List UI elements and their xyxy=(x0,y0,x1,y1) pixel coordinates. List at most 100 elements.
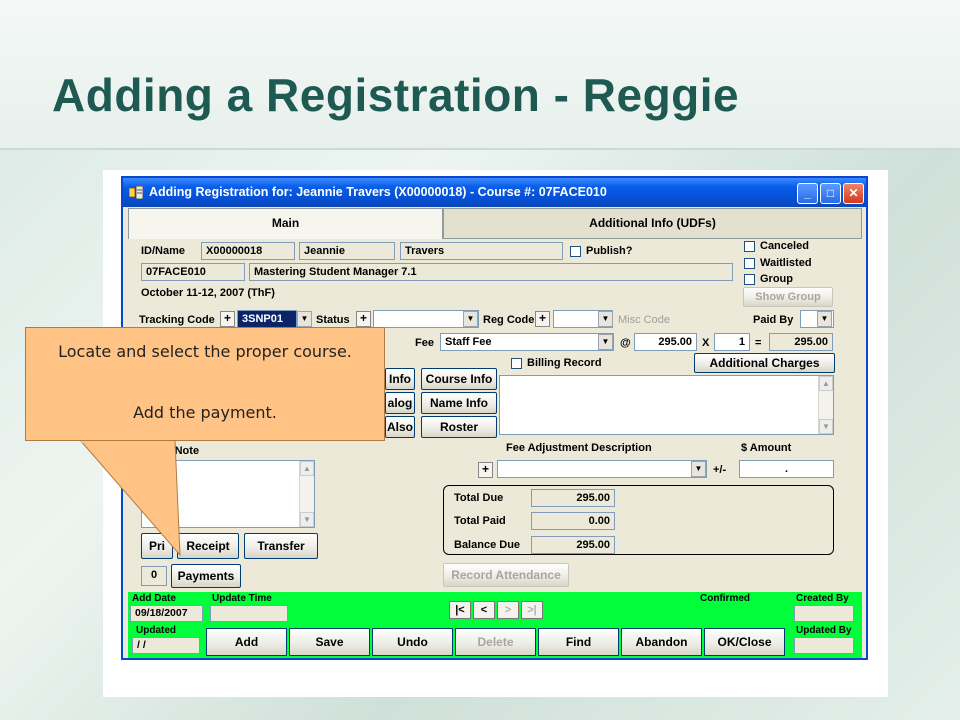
maximize-icon[interactable]: □ xyxy=(820,183,841,204)
memo-scrollbar[interactable]: ▲ ▼ xyxy=(818,376,833,434)
balance-due-label: Balance Due xyxy=(454,539,521,551)
waitlisted-label: Waitlisted xyxy=(760,257,812,269)
plus-minus-label: +/- xyxy=(713,464,727,476)
name-info-button[interactable]: Name Info xyxy=(421,392,497,414)
fee-adjustment-plus-icon[interactable]: + xyxy=(478,462,493,478)
status-label: Status xyxy=(316,314,350,326)
close-icon[interactable]: ✕ xyxy=(843,183,864,204)
reg-code-label: Reg Code xyxy=(483,314,535,326)
add-date-field: 09/18/2007 xyxy=(130,605,203,622)
waitlisted-checkbox[interactable] xyxy=(744,258,755,269)
quantity-field[interactable]: 1 xyxy=(714,333,750,351)
scroll-down-icon[interactable]: ▼ xyxy=(300,512,314,527)
updated-field: / / xyxy=(132,637,200,654)
billing-record-label: Billing Record xyxy=(527,357,602,369)
id-name-label: ID/Name xyxy=(141,245,186,257)
amount-field[interactable]: . xyxy=(739,460,834,478)
minimize-icon[interactable]: _ xyxy=(797,183,818,204)
status-plus-icon[interactable]: + xyxy=(356,311,371,327)
fee-adjustment-field[interactable] xyxy=(497,460,707,478)
scroll-down-icon[interactable]: ▼ xyxy=(819,419,833,434)
first-record-button[interactable]: |< xyxy=(449,601,471,619)
show-group-button[interactable]: Show Group xyxy=(743,287,833,307)
chevron-down-icon[interactable]: ▼ xyxy=(598,311,613,327)
update-time-label: Update Time xyxy=(212,593,272,604)
price-field[interactable]: 295.00 xyxy=(634,333,697,351)
updated-label: Updated xyxy=(136,625,176,636)
total-paid-field: 0.00 xyxy=(531,512,615,530)
balance-due-field: 295.00 xyxy=(531,536,615,554)
app-icon xyxy=(129,186,143,199)
chevron-down-icon[interactable]: ▼ xyxy=(297,311,312,327)
tracking-code-plus-icon[interactable]: + xyxy=(220,311,235,327)
payments-count: 0 xyxy=(141,566,167,586)
fee-field[interactable]: Staff Fee xyxy=(440,333,614,351)
transfer-button[interactable]: Transfer xyxy=(244,533,318,559)
equals-sign: = xyxy=(755,337,762,349)
find-button[interactable]: Find xyxy=(538,628,619,656)
scroll-up-icon[interactable]: ▲ xyxy=(300,461,314,476)
ok-close-button[interactable]: OK/Close xyxy=(704,628,785,656)
also-button-partial[interactable]: Also xyxy=(385,416,415,438)
created-by-field xyxy=(794,605,854,622)
scroll-up-icon[interactable]: ▲ xyxy=(819,376,833,391)
publish-checkbox[interactable] xyxy=(570,246,581,257)
add-button[interactable]: Add xyxy=(206,628,287,656)
window-titlebar[interactable]: Adding Registration for: Jeannie Travers… xyxy=(123,178,866,207)
total-paid-label: Total Paid xyxy=(454,515,506,527)
slide-header-band xyxy=(0,0,960,150)
chevron-down-icon[interactable]: ▼ xyxy=(817,311,832,327)
slide-title: Adding a Registration - Reggie xyxy=(52,69,740,121)
chevron-down-icon[interactable]: ▼ xyxy=(691,461,706,477)
course-info-button[interactable]: Course Info xyxy=(421,368,497,390)
publish-label: Publish? xyxy=(586,245,633,257)
callout-line-1: Locate and select the proper course. xyxy=(58,342,352,361)
tab-main[interactable]: Main xyxy=(128,208,443,239)
first-name-field[interactable]: Jeannie xyxy=(299,242,395,260)
add-date-label: Add Date xyxy=(132,593,176,604)
updated-by-label: Updated By xyxy=(796,625,852,636)
receipt-button[interactable]: Receipt xyxy=(177,533,239,559)
print-button-partial[interactable]: Pri xyxy=(141,533,173,559)
billing-memo[interactable]: ▲ ▼ xyxy=(499,375,834,435)
updated-by-field xyxy=(794,637,854,654)
chevron-down-icon[interactable]: ▼ xyxy=(598,334,613,350)
canceled-checkbox[interactable] xyxy=(744,241,755,252)
total-due-field: 295.00 xyxy=(531,489,615,507)
created-by-label: Created By xyxy=(796,593,849,604)
id-field[interactable]: X00000018 xyxy=(201,242,295,260)
save-button[interactable]: Save xyxy=(289,628,370,656)
catalog-button-partial[interactable]: alog xyxy=(385,392,415,414)
group-checkbox[interactable] xyxy=(744,274,755,285)
paid-by-label: Paid By xyxy=(753,314,794,326)
registration-window: Adding Registration for: Jeannie Travers… xyxy=(121,176,868,660)
course-info-button-partial[interactable]: Info xyxy=(385,368,415,390)
last-record-button[interactable]: >| xyxy=(521,601,543,619)
total-due-label: Total Due xyxy=(454,492,504,504)
additional-charges-button[interactable]: Additional Charges xyxy=(694,353,835,373)
previous-record-button[interactable]: < xyxy=(473,601,495,619)
note-scrollbar[interactable]: ▲ ▼ xyxy=(299,461,314,527)
status-field[interactable] xyxy=(373,310,479,328)
registration-note-memo[interactable]: ▲ ▼ xyxy=(141,460,315,528)
next-record-button[interactable]: > xyxy=(497,601,519,619)
misc-code-label: Misc Code xyxy=(618,314,670,326)
callout-line-2: Add the payment. xyxy=(133,403,277,422)
billing-record-checkbox[interactable] xyxy=(511,358,522,369)
reg-code-plus-icon[interactable]: + xyxy=(535,311,550,327)
undo-button[interactable]: Undo xyxy=(372,628,453,656)
course-code-field[interactable]: 07FACE010 xyxy=(141,263,245,281)
amount-label: $ Amount xyxy=(741,442,792,454)
tracking-code-field[interactable]: 3SNP01 xyxy=(237,310,297,328)
last-name-field[interactable]: Travers xyxy=(400,242,563,260)
tab-additional-info[interactable]: Additional Info (UDFs) xyxy=(443,208,862,239)
instruction-callout: Locate and select the proper course. Add… xyxy=(25,327,385,441)
payments-button[interactable]: Payments xyxy=(171,564,241,588)
totals-box xyxy=(443,485,834,555)
roster-button[interactable]: Roster xyxy=(421,416,497,438)
window-title: Adding Registration for: Jeannie Travers… xyxy=(149,185,607,199)
delete-button[interactable]: Delete xyxy=(455,628,536,656)
abandon-button[interactable]: Abandon xyxy=(621,628,702,656)
chevron-down-icon[interactable]: ▼ xyxy=(463,311,478,327)
record-attendance-button[interactable]: Record Attendance xyxy=(443,563,569,587)
